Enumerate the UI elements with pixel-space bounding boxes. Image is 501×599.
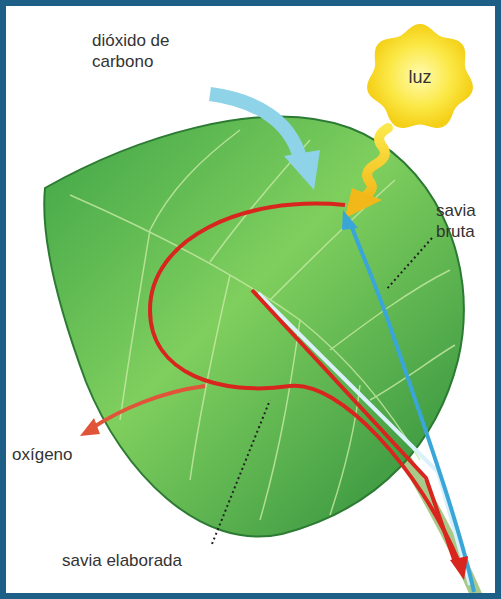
elaborated-sap-path bbox=[150, 204, 458, 560]
xylem-line bbox=[258, 293, 470, 585]
light-ray-arrowhead bbox=[345, 188, 382, 218]
carbon-dioxide-arrowhead bbox=[284, 150, 320, 190]
oxygen-arrowhead bbox=[80, 418, 100, 436]
raw-sap-path bbox=[350, 222, 474, 592]
elaborated-sap-arrowhead bbox=[450, 556, 468, 580]
part-label: oxígeno bbox=[12, 444, 102, 465]
leader-line bbox=[386, 238, 432, 290]
raw-sap-arrowhead bbox=[342, 210, 358, 230]
leader-line bbox=[212, 400, 270, 544]
part-label: savia elaborada bbox=[62, 550, 222, 571]
part-label: dióxido de carbono bbox=[92, 30, 222, 73]
light-ray bbox=[362, 128, 388, 198]
part-label: savia bruta bbox=[436, 200, 488, 243]
sun-outline bbox=[367, 24, 473, 128]
leaf-blade bbox=[44, 117, 464, 537]
node-label: luz bbox=[408, 67, 431, 89]
sun-shape: luz bbox=[360, 20, 480, 136]
oxygen-arrow bbox=[92, 386, 205, 428]
carbon-dioxide-arrow bbox=[210, 94, 300, 158]
elaborated-sap-midrib bbox=[252, 290, 456, 565]
